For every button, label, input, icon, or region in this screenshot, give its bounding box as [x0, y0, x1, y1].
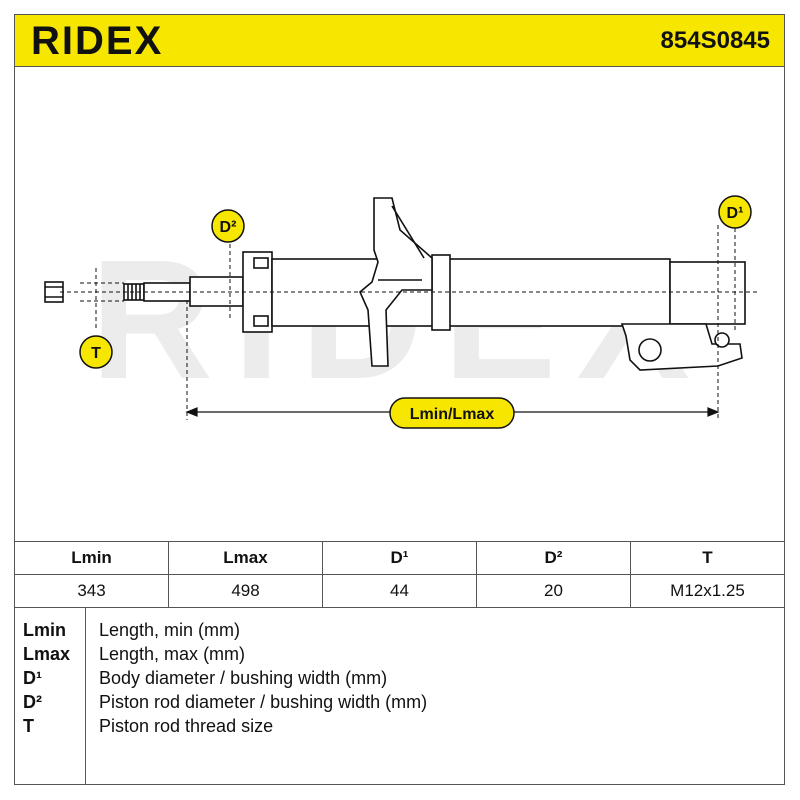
legend-item: D² Piston rod diameter / bushing width (…	[15, 692, 715, 716]
main-body	[271, 258, 671, 327]
legend-item: Lmin Length, min (mm)	[15, 620, 715, 644]
legend-desc: Piston rod thread size	[99, 716, 274, 736]
label-t: T	[79, 335, 113, 369]
label-d2: D²	[211, 209, 245, 243]
legend-key: Lmax	[23, 644, 71, 664]
value-t: M12x1.25	[630, 574, 785, 608]
label-length: Lmin/Lmax	[389, 397, 515, 429]
legend-desc: Length, min (mm)	[99, 620, 241, 640]
legend-item: D¹ Body diameter / bushing width (mm)	[15, 668, 715, 692]
label-d1: D¹	[718, 195, 752, 229]
header-lmin: Lmin	[14, 541, 169, 575]
label-d1-text: D¹	[727, 205, 744, 222]
legend-desc: Piston rod diameter / bushing width (mm)	[99, 692, 428, 712]
value-lmax: 498	[168, 574, 323, 608]
legend-item: T Piston rod thread size	[15, 716, 715, 740]
lower-tube	[669, 261, 746, 325]
spec-value-row: 343 498 44 20 M12x1.25	[14, 574, 785, 608]
spring-seat	[359, 197, 433, 367]
legend-key: D²	[23, 692, 42, 712]
header-bar: RIDEX 854S0845	[14, 14, 785, 67]
label-length-text: Lmin/Lmax	[410, 406, 495, 423]
legend-item: Lmax Length, max (mm)	[15, 644, 715, 668]
spec-table: Lmin Lmax D¹ D² T 343 498 44 20 M12x1.25	[14, 541, 785, 608]
legend: Lmin Length, min (mm) Lmax Length, max (…	[14, 607, 785, 785]
header-d1: D¹	[322, 541, 477, 575]
legend-key: D¹	[23, 668, 42, 688]
label-d2-text: D²	[220, 219, 237, 236]
value-d2: 20	[476, 574, 631, 608]
spec-header-row: Lmin Lmax D¹ D² T	[14, 541, 785, 575]
legend-desc: Body diameter / bushing width (mm)	[99, 668, 388, 688]
legend-key: T	[23, 716, 34, 736]
legend-divider	[85, 608, 86, 784]
legend-desc: Length, max (mm)	[99, 644, 246, 664]
header-d2: D²	[476, 541, 631, 575]
part-number: 854S0845	[660, 27, 770, 54]
label-t-text: T	[91, 345, 101, 362]
brand-logo: RIDEX	[31, 19, 164, 63]
header-t: T	[630, 541, 785, 575]
value-lmin: 343	[14, 574, 169, 608]
value-d1: 44	[322, 574, 477, 608]
header-lmax: Lmax	[168, 541, 323, 575]
shock-absorber-drawing: RIDEX	[44, 195, 760, 429]
legend-key: Lmin	[23, 620, 66, 640]
